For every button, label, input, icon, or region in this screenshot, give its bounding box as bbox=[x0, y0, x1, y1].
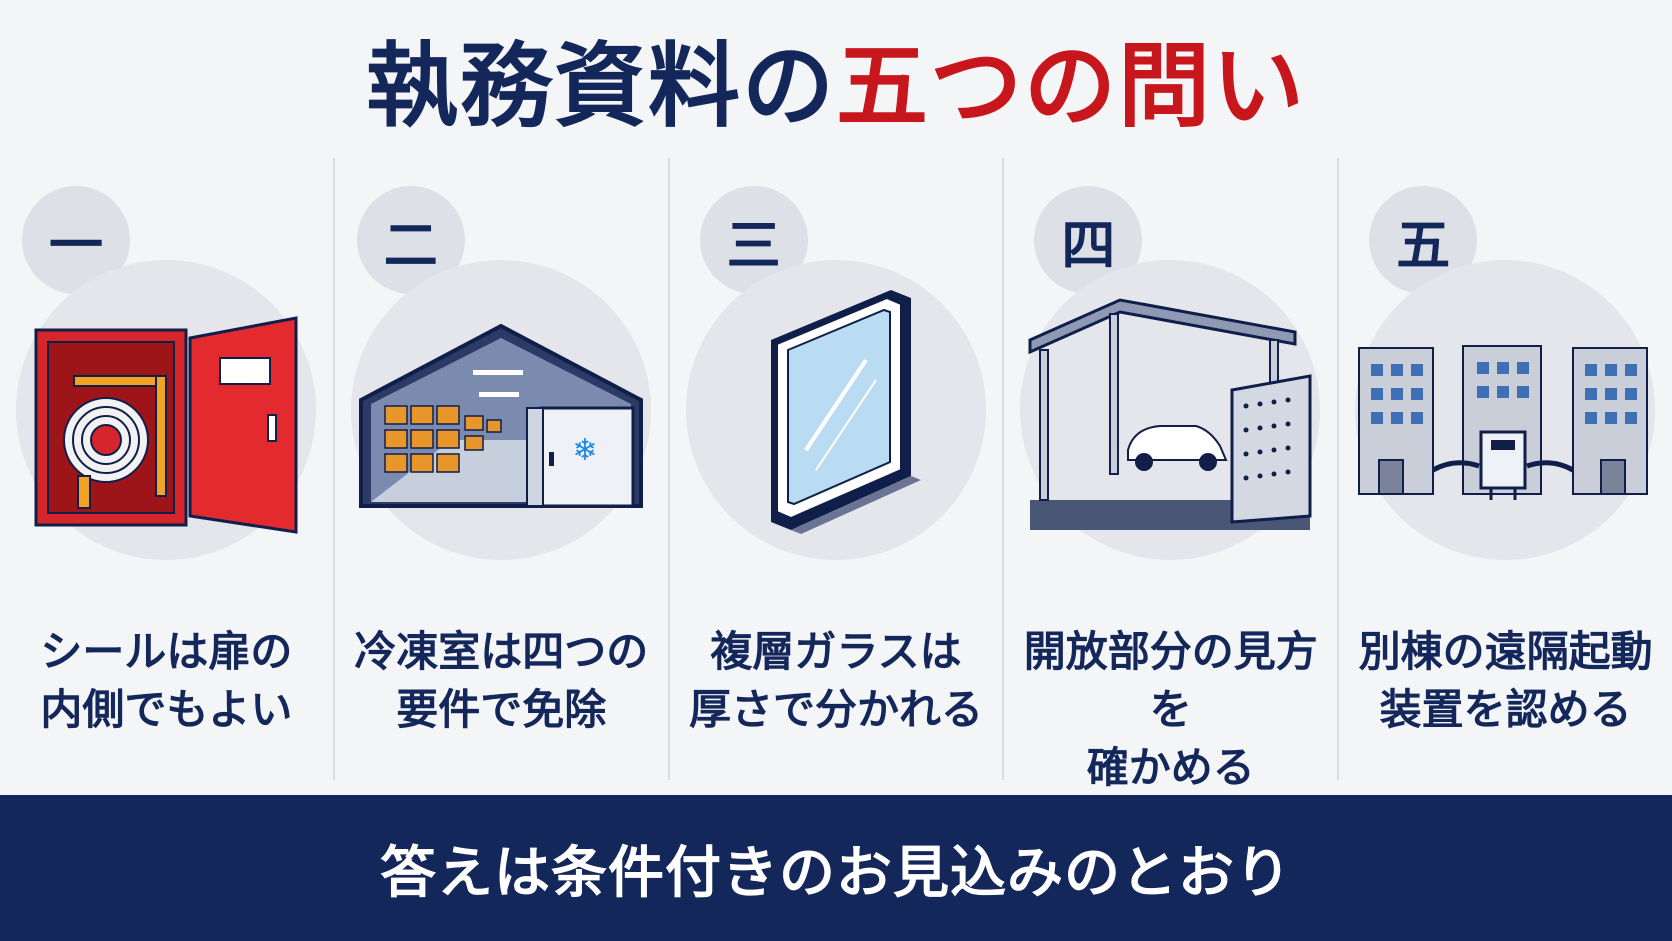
caption-4-line-1: 開放部分の見方を bbox=[1023, 627, 1318, 734]
question-item-5: 五 bbox=[1337, 158, 1672, 780]
caption-3-line-1: 複層ガラスは bbox=[710, 627, 962, 676]
caption-3: 複層ガラスは 厚さで分かれる bbox=[670, 623, 1003, 739]
double-glazed-window-icon bbox=[770, 290, 921, 534]
caption-4: 開放部分の見方を 確かめる bbox=[1004, 623, 1337, 797]
illustration-circle-4 bbox=[1020, 260, 1321, 560]
question-item-4: 四 開放部分の見方 bbox=[1002, 158, 1337, 792]
footer-text: 答えは条件付きのお見込みのとおり bbox=[380, 840, 1292, 906]
question-columns: 一 シールは扉の 内側でもよい bbox=[0, 158, 1672, 792]
number-badge-1: 一 bbox=[22, 186, 130, 294]
title-part-2: 五つの問い bbox=[836, 33, 1307, 140]
cold-storage-warehouse-icon: ❄ bbox=[358, 323, 643, 508]
caption-5-line-2: 装置を認める bbox=[1379, 685, 1632, 734]
footer-banner: 答えは条件付きのお見込みのとおり bbox=[0, 795, 1672, 941]
caption-2: 冷凍室は四つの 要件で免除 bbox=[335, 623, 668, 739]
caption-2-line-1: 冷凍室は四つの bbox=[354, 627, 649, 676]
page-title: 執務資料の五つの問い bbox=[0, 22, 1672, 152]
caption-2-line-2: 要件で免除 bbox=[396, 685, 607, 734]
illustration-circle-3 bbox=[685, 260, 986, 560]
illustration-circle-2: ❄ bbox=[350, 260, 651, 560]
caption-1-line-2: 内側でもよい bbox=[40, 685, 293, 734]
illustration-circle-5 bbox=[1355, 260, 1656, 560]
fire-hose-cabinet-icon bbox=[34, 316, 298, 534]
caption-1-line-1: シールは扉の bbox=[40, 627, 293, 676]
caption-5-line-1: 別棟の遠隔起動 bbox=[1358, 627, 1653, 676]
question-item-3: 三 複層ガラスは 厚さで分かれる bbox=[667, 158, 1003, 780]
svg-text:❄: ❄ bbox=[572, 433, 597, 468]
caption-4-line-2: 確かめる bbox=[1086, 743, 1255, 792]
separate-buildings-icon bbox=[1358, 345, 1649, 500]
question-item-1: 一 シールは扉の 内側でもよい bbox=[0, 158, 333, 780]
caption-5: 別棟の遠隔起動 装置を認める bbox=[1339, 623, 1672, 739]
question-item-2: 二 ❄ 冷凍室は四つの 要件で免除 bbox=[332, 158, 668, 780]
caption-1: シールは扉の 内側でもよい bbox=[0, 623, 333, 739]
title-part-1: 執務資料の bbox=[365, 33, 836, 140]
carport-icon bbox=[1028, 298, 1312, 530]
caption-3-line-2: 厚さで分かれる bbox=[688, 685, 983, 734]
illustration-circle-1 bbox=[16, 260, 316, 560]
